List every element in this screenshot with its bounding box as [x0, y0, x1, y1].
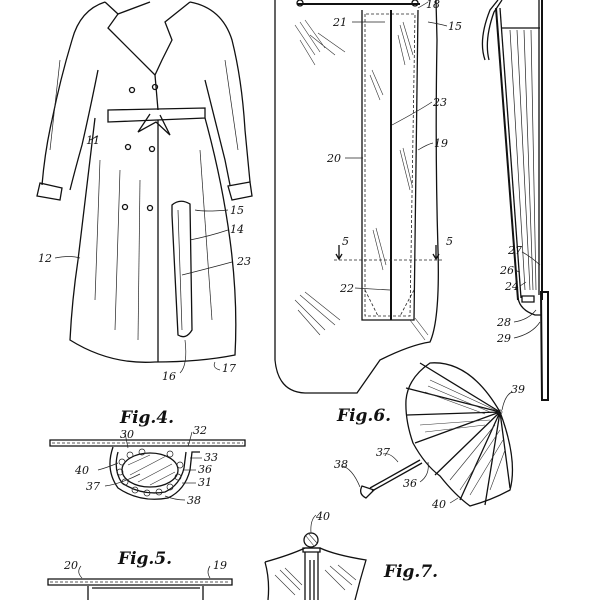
ref-20-fig5: 20 [63, 559, 78, 572]
ref-38-fig6: 38 [334, 458, 348, 471]
ref-30: 30 [120, 428, 134, 441]
fig5-section [47, 565, 233, 600]
ref-23-panel: 23 [432, 96, 447, 109]
ref-33: 33 [204, 451, 218, 464]
ref-27: 27 [507, 244, 522, 257]
ref-19: 19 [434, 137, 448, 150]
furled-umbrella-figure [481, 0, 549, 401]
ref-26: 26 [499, 264, 514, 277]
ref-21: 21 [332, 16, 347, 29]
ref-12: 12 [38, 252, 52, 265]
panel-figure [274, 0, 448, 394]
ref-28: 28 [496, 316, 511, 329]
fig6-open-umbrella [341, 362, 514, 507]
ref-16: 16 [162, 370, 176, 383]
ref-40-fig7: 40 [315, 510, 330, 523]
fig6-label: Fig.6. [336, 406, 391, 426]
ref-37: 37 [86, 480, 100, 493]
fig7-label: Fig.7. [383, 562, 438, 582]
ref-17: 17 [222, 362, 236, 375]
fig7-tip-detail [264, 514, 367, 600]
coat-figure [36, 1, 253, 374]
ref-22: 22 [339, 282, 354, 295]
ref-11: 11 [86, 134, 100, 147]
ref-15-panel: 15 [448, 20, 462, 33]
ref-29: 29 [496, 332, 511, 345]
ref-15: 15 [230, 204, 244, 217]
ref-36: 36 [198, 463, 212, 476]
ref-40-fig6: 40 [431, 498, 446, 511]
section-mark-left: 5 [342, 235, 349, 248]
ref-36-fig6: 36 [403, 477, 417, 490]
shading-patches [294, 19, 429, 341]
ref-18: 18 [426, 0, 440, 11]
ref-20: 20 [326, 152, 341, 165]
ref-19-fig5: 19 [213, 559, 227, 572]
ref-23: 23 [236, 255, 251, 268]
ref-14: 14 [230, 223, 244, 236]
fig4-label: Fig.4. [119, 408, 174, 428]
ref-39: 39 [511, 383, 525, 396]
ref-32: 32 [193, 424, 207, 437]
section-mark-right: 5 [446, 235, 453, 248]
fig4-cross-section [49, 431, 246, 501]
ref-38: 38 [187, 494, 201, 507]
ref-37-fig6: 37 [376, 446, 390, 459]
ref-40: 40 [74, 464, 89, 477]
ref-31: 31 [198, 476, 212, 489]
fig5-label: Fig.5. [117, 549, 172, 569]
ref-24: 24 [504, 280, 519, 293]
